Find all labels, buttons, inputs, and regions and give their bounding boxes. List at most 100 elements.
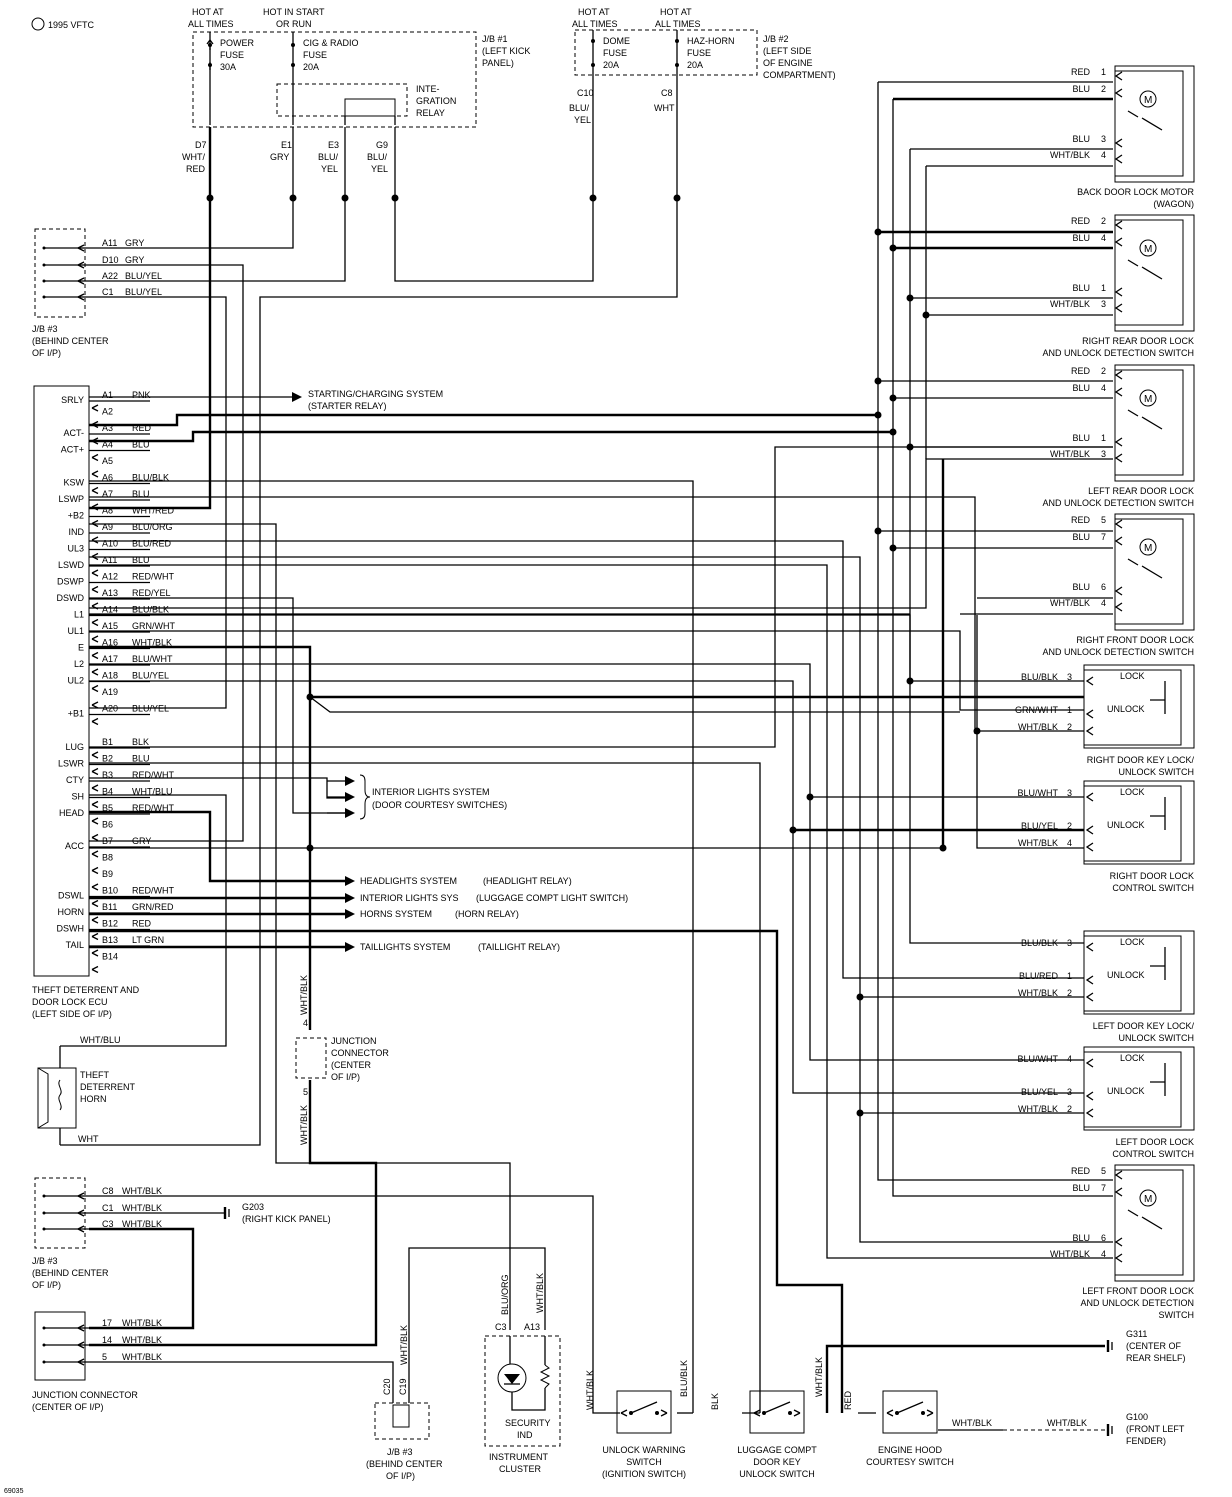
pin-arrow-icon xyxy=(91,916,99,924)
switch-pin: 4 xyxy=(1067,1054,1072,1064)
ecu-wire-color: BLU xyxy=(132,489,150,499)
pin-arrow-icon xyxy=(1085,726,1094,736)
system-sub-label: (STARTER RELAY) xyxy=(308,401,387,411)
jb2-hot2-b: ALL TIMES xyxy=(655,19,701,29)
pin-arrow-icon xyxy=(91,470,99,478)
jb3-low-label-3: OF I/P) xyxy=(32,1280,61,1290)
motor-pin: 6 xyxy=(1101,582,1106,592)
fuse-horn-2: FUSE xyxy=(687,48,711,58)
motor-pin: 1 xyxy=(1101,67,1106,77)
ecu-wire-color: BLU xyxy=(132,754,150,764)
bottom-switch-label: DOOR KEY xyxy=(753,1457,801,1467)
pin-arrow-icon xyxy=(77,1358,85,1366)
switch-wire-color: WHT/BLK xyxy=(1018,988,1058,998)
cluster-label-1: INSTRUMENT xyxy=(489,1452,548,1462)
jc-low-pin: 14 xyxy=(102,1335,112,1345)
bottom-switch-label: UNLOCK SWITCH xyxy=(739,1469,815,1479)
ecu-pin: A9 xyxy=(102,522,113,532)
pin-d7-color2: RED xyxy=(186,164,206,174)
splice-dot xyxy=(856,1109,864,1117)
switch-contact-icon xyxy=(896,1401,924,1414)
jb3-low-label-2: (BEHIND CENTER xyxy=(32,1268,109,1278)
motor-pin: 5 xyxy=(1101,515,1106,525)
diagram-code: 69035 xyxy=(4,1488,24,1495)
pin-arrow-icon xyxy=(91,585,99,594)
system-arrows: STARTING/CHARGING SYSTEM(STARTER RELAY)I… xyxy=(89,389,628,952)
pin-arrow-icon xyxy=(77,1225,85,1233)
pin-arrow-icon xyxy=(1085,992,1094,1002)
ecu-terminal-name: HEAD xyxy=(59,808,85,818)
pin-arrow-icon xyxy=(91,800,99,809)
junction-connector-lower-box xyxy=(34,1311,86,1381)
jb1-label-3: PANEL) xyxy=(482,58,514,68)
contact-dot xyxy=(921,1411,925,1415)
jb1-box xyxy=(192,31,477,128)
splice-dot xyxy=(673,194,681,202)
motor-icon-glyph: M xyxy=(1144,1194,1152,1205)
horn-label-3: HORN xyxy=(80,1094,107,1104)
switch-inner-box xyxy=(1083,785,1182,862)
splice-dot xyxy=(874,527,882,535)
switch-label: LEFT DOOR KEY LOCK/ xyxy=(1093,1021,1195,1031)
pin-c19: C19 xyxy=(398,1378,408,1395)
pin-c10-color2: YEL xyxy=(574,115,591,125)
pin-arrow-icon xyxy=(91,932,99,941)
pin-g9-color: BLU/ xyxy=(367,152,388,162)
ecu-terminal-name: SH xyxy=(71,792,84,802)
junction-wire-top: WHT/BLK xyxy=(299,975,309,1015)
jb3-top-pin: A22 xyxy=(102,271,118,281)
pin-arrow-icon xyxy=(91,701,99,709)
arrow-icon xyxy=(345,909,355,919)
switch-lock-label: LOCK xyxy=(1120,787,1145,797)
horn-wire-top: WHT/BLU xyxy=(80,1035,121,1045)
pin-arrow-icon xyxy=(91,668,99,676)
horn-wire-bottom: WHT xyxy=(78,1134,99,1144)
jb3-top-pin: C1 xyxy=(102,287,114,297)
switch-inner-box xyxy=(1083,669,1182,746)
switch-wire-color: BLU/RED xyxy=(1019,971,1059,981)
ecu-label-1: THEFT DETERRENT AND xyxy=(32,985,140,995)
cluster-wire-2: WHT/BLK xyxy=(535,1273,545,1313)
jb3-box-top xyxy=(34,228,86,318)
pin-arrow-icon xyxy=(91,899,99,908)
motor-wire-color: RED xyxy=(1071,67,1091,77)
motor-label: AND UNLOCK DETECTION SWITCH xyxy=(1042,498,1194,508)
pin-arrow-icon xyxy=(1085,709,1094,719)
switch-unlock-label: UNLOCK xyxy=(1107,1086,1145,1096)
pin-arrow-icon xyxy=(91,850,99,858)
motor-wire-color: BLU xyxy=(1072,383,1090,393)
motor-icon-glyph: M xyxy=(1144,394,1152,405)
ecu-terminal-name: HORN xyxy=(58,907,85,917)
splice-dot xyxy=(206,194,214,202)
switch-contact-icon xyxy=(1127,1209,1163,1230)
contact-dot xyxy=(895,1411,899,1415)
pin-arrow-icon xyxy=(91,404,99,412)
arrow-icon xyxy=(345,893,355,903)
switch-pin: 4 xyxy=(1067,838,1072,848)
pin-c10-color: BLU/ xyxy=(569,103,590,113)
junction-label-4: OF I/P) xyxy=(331,1072,360,1082)
contact-dot xyxy=(655,1411,659,1415)
g100-location-1: (FRONT LEFT xyxy=(1126,1424,1185,1434)
switch-inner-box xyxy=(1083,935,1182,1012)
ecu-pin: B13 xyxy=(102,935,118,945)
g311-label: G311 xyxy=(1126,1329,1147,1339)
motor-inner-box xyxy=(1114,70,1184,177)
switch-label: LEFT DOOR LOCK xyxy=(1116,1137,1194,1147)
ecu-wire-color: BLU/YEL xyxy=(132,671,169,681)
ecu-wire-color: RED xyxy=(132,919,152,929)
ecu-pin: A19 xyxy=(102,687,118,697)
bottom-switch-box xyxy=(882,1390,938,1434)
ecu-terminal-name: DSWL xyxy=(58,891,84,901)
motor-wire-color: WHT/BLK xyxy=(1050,598,1090,608)
ecu-wire-color: LT GRN xyxy=(132,935,164,945)
bottom-switch-label: LUGGAGE COMPT xyxy=(737,1445,817,1455)
relay-label-1: INTE- xyxy=(416,84,440,94)
pin-arrow-icon xyxy=(91,949,99,957)
motor-pin: 7 xyxy=(1101,532,1106,542)
ecu-wire-color: RED/WHT xyxy=(132,803,174,813)
motor-label: (WAGON) xyxy=(1153,199,1194,209)
pin-arrow-icon xyxy=(91,866,99,875)
